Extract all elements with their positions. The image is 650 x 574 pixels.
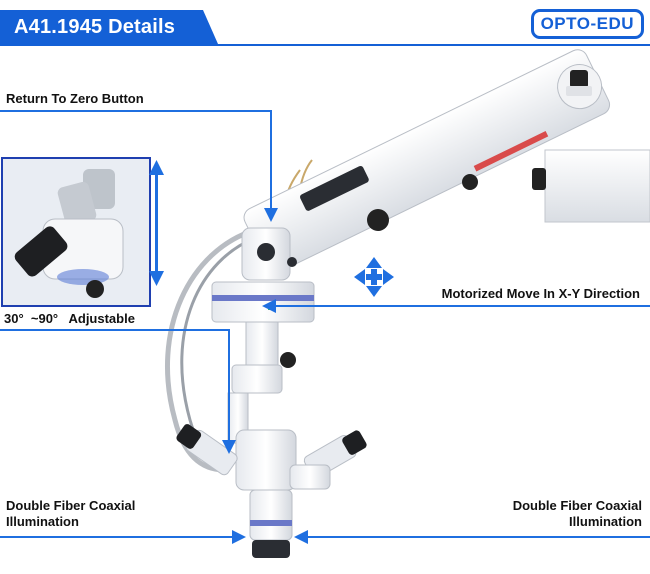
- callout-line-return-down: [270, 110, 272, 210]
- eyepiece-inset-image: [3, 159, 149, 305]
- callout-line-adjustable: [0, 329, 230, 331]
- callout-line-fiber-left: [0, 536, 234, 538]
- brand-logo: OPTO-EDU: [530, 9, 644, 39]
- label-motorized-move: Motorized Move In X-Y Direction: [441, 286, 640, 301]
- label-fiber-right: Double Fiber Coaxial Illumination: [513, 498, 642, 530]
- label-return-to-zero: Return To Zero Button: [6, 91, 144, 106]
- callout-line-adjustable-down: [228, 329, 230, 441]
- callout-line-fiber-right: [306, 536, 650, 538]
- eyepiece-angle-inset: [1, 157, 151, 307]
- callout-line-motorized: [270, 305, 650, 307]
- page-title: A41.1945 Details: [14, 16, 176, 38]
- xy-move-arrows-icon: [354, 257, 394, 297]
- header-divider: [0, 44, 650, 46]
- label-fiber-left-line1: Double Fiber Coaxial: [6, 498, 136, 513]
- label-fiber-left: Double Fiber Coaxial Illumination: [6, 498, 135, 530]
- label-fiber-right-line1: Double Fiber Coaxial: [512, 498, 642, 513]
- header-tab: [0, 10, 218, 44]
- label-fiber-right-line2: Illumination: [569, 514, 642, 529]
- label-adjustable-angle: 30° ~90° Adjustable: [4, 311, 135, 326]
- callout-line-return-top: [0, 110, 272, 112]
- label-fiber-left-line2: Illumination: [6, 514, 79, 529]
